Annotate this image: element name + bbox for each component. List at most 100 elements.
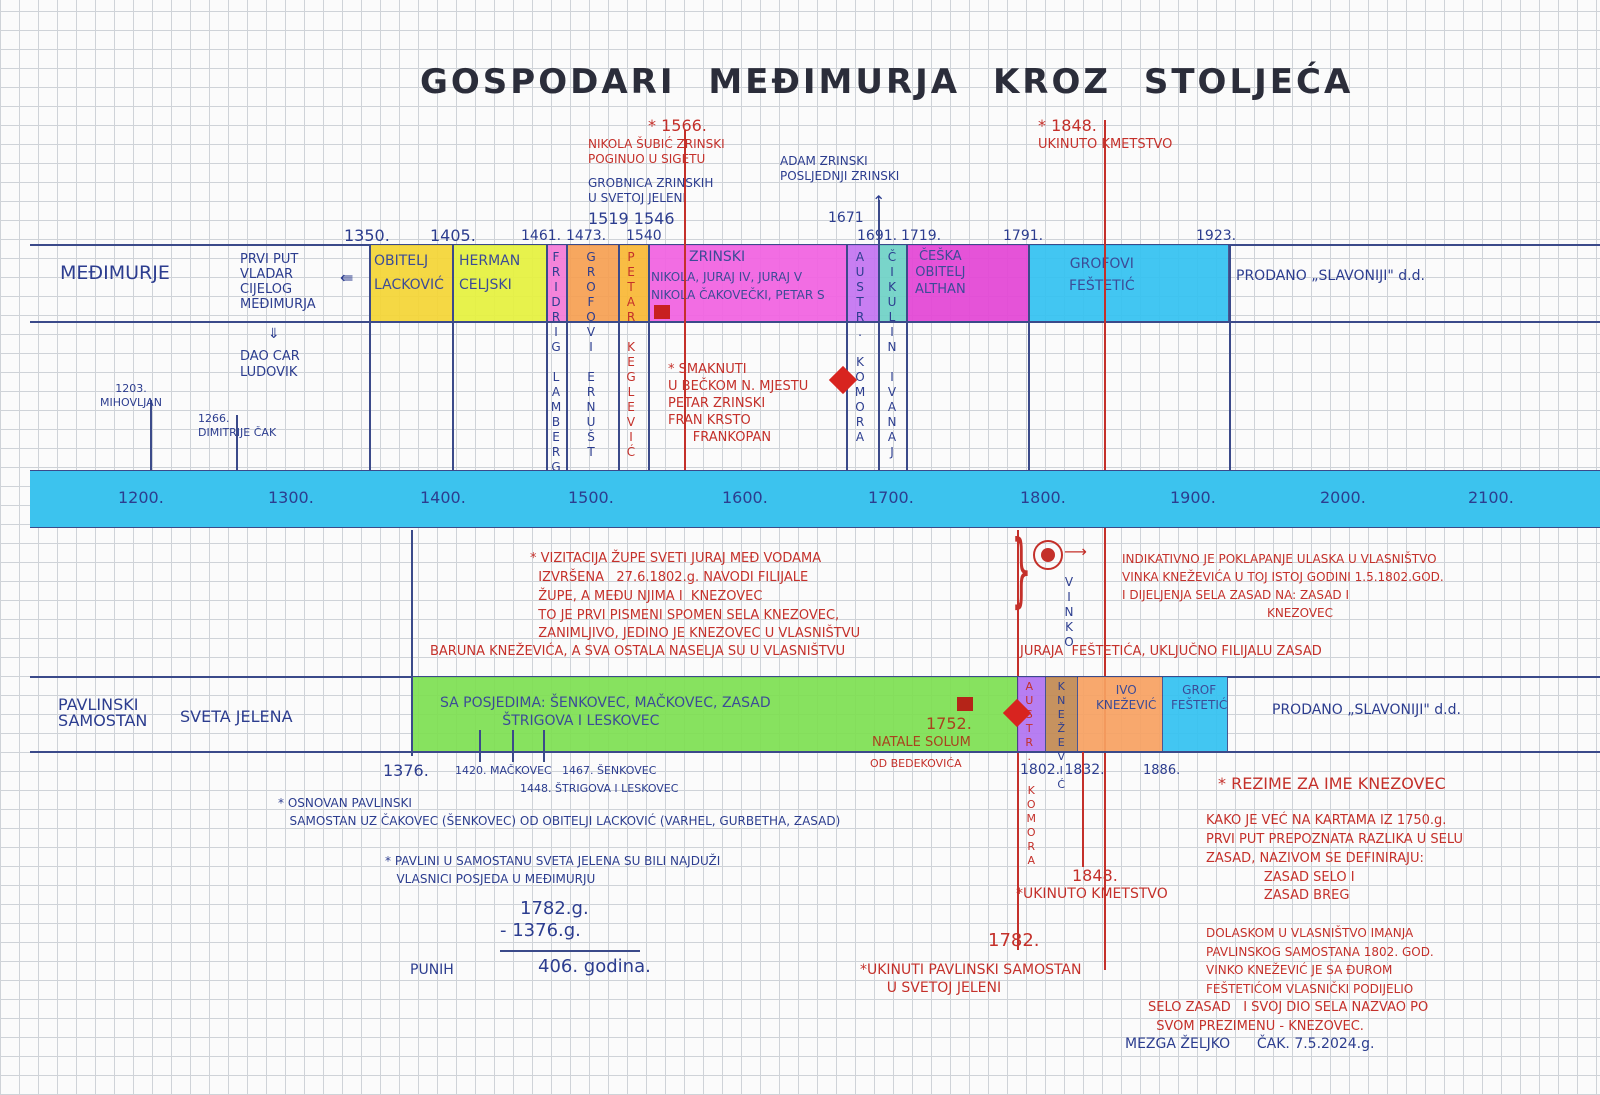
note-1782: 1782. [988, 930, 1040, 951]
year-1420: 1420. MAČKOVEC [455, 764, 552, 777]
band-top-line [30, 676, 1600, 678]
red-square-marker [654, 305, 670, 319]
year-label: 1923. [1196, 228, 1237, 244]
year-1802-1832: 1802. 1832. [1020, 762, 1105, 778]
label-cikulin: ČIKULIN IVANAJ [885, 250, 899, 460]
calc-line [500, 950, 640, 952]
note-prodano-bottom: PRODANO „SLAVONIJI" d.d. [1272, 702, 1461, 718]
note-prvi-put: PRVI PUT VLADAR CIJELOG MEĐIMURJA [240, 252, 316, 312]
divider [452, 244, 454, 470]
note-adam-zrinski: ADAM ZRINSKI POSLJEDNJI ZRINSKI [780, 154, 900, 183]
note-vizitacija: * VIZITACIJA ŽUPE SVETI JURAJ MEĐ VODAMA… [530, 551, 861, 642]
page-title: GOSPODARI MEĐIMURJA KROZ STOLJEĆA [420, 62, 1354, 102]
note-natale-solum: NATALE SOLUM [872, 735, 971, 750]
segment-lackovic: OBITELJ LACKOVIĆ [369, 245, 452, 321]
rezime-title: * REZIME ZA IME KNEZOVEC [1218, 774, 1446, 793]
divider [479, 730, 481, 762]
segment-celjski: HERMAN CELJSKI [452, 245, 546, 321]
tick-label: 1600. [722, 488, 768, 507]
note-1566-text: NIKOLA ŠUBIĆ ZRINSKI POGINUO U SIGETU [588, 137, 725, 166]
label-petar-keglevic: PETAR KEGLEVIĆ [624, 250, 638, 460]
note-1566-year: * 1566. [648, 116, 707, 135]
arrow-left-icon: ⇚ [340, 268, 354, 287]
divider [411, 676, 413, 756]
divider [236, 415, 238, 470]
note-osnovan: * OSNOVAN PAVLINSKI SAMOSTAN UZ ČAKOVEC … [278, 796, 841, 828]
note-baruna: BARUNA KNEŽEVIĆA, A SVA OSTALA NASELJA S… [430, 644, 846, 659]
year-label: 1691. [857, 228, 897, 246]
divider [543, 730, 545, 762]
label-komora: KOMORA [1024, 784, 1038, 868]
divider [546, 244, 548, 470]
calc-1782: 1782.g. [520, 898, 589, 919]
note-ukinuti-samostan: *UKINUTI PAVLINSKI SAMOSTAN U SVETOJ JEL… [860, 962, 1082, 996]
year-1376: 1376. [383, 761, 429, 780]
label-medimurje: MEĐIMURJE [60, 262, 170, 284]
tick-label: 1800. [1020, 488, 1066, 507]
note-1752: 1752. [926, 714, 972, 733]
segment-keglevic [618, 245, 648, 321]
year-1448: 1448. ŠTRIGOVA I LESKOVEC [520, 782, 679, 795]
note-mihovljan: 1203. MIHOVLJAN [100, 382, 162, 409]
year-label: 1473. [566, 228, 607, 244]
divider [1028, 244, 1030, 470]
note-pavlini: * PAVLINI U SAMOSTANU SVETA JELENA SU BI… [385, 854, 721, 886]
year-label: 1461. [521, 228, 562, 244]
tick-label: 2000. [1320, 488, 1366, 507]
note-1848: 1848. [1072, 866, 1118, 885]
tick-label: 1200. [118, 488, 164, 507]
divider [1229, 244, 1231, 470]
note-ukinuto-kmetstvo: *UKINUTO KMETSTVO [1016, 886, 1168, 902]
segment-althan: ČEŠKA OBITELJ ALTHAN [906, 245, 1028, 321]
tick-label: 1900. [1170, 488, 1216, 507]
note-dao-car: DAO CAR LUDOVIK [240, 349, 300, 381]
year-label: 1540 [626, 228, 662, 244]
divider [878, 200, 880, 470]
red-circle-marker [1033, 540, 1063, 570]
note-1671: 1671 [828, 210, 864, 226]
divider [648, 244, 650, 470]
divider [846, 244, 848, 470]
segment-zrinski: ZRINSKI NIKOLA, JURAJ IV, JURAJ V NIKOLA… [648, 245, 846, 321]
year-1886: 1886. [1143, 763, 1181, 778]
brace-icon: } [1011, 523, 1032, 616]
divider [566, 244, 568, 470]
note-prodano-top: PRODANO „SLAVONIJI" d.d. [1236, 268, 1425, 284]
tick-label: 1700. [868, 488, 914, 507]
band-top-line [30, 244, 1600, 246]
label-vinko: VINKO [1062, 575, 1076, 650]
tick-label: 1500. [568, 488, 614, 507]
year-label: 1791. [1003, 228, 1044, 244]
note-juraja: JURAJA FEŠTETIĆA, UKLJUČNO FILIJALU ZASA… [1020, 644, 1322, 659]
divider [512, 730, 514, 762]
signature: MEZGA ŽELJKO ČAK. 7.5.2024.g. [1125, 1036, 1375, 1052]
segment-cikulin [878, 245, 906, 321]
divider [150, 400, 152, 470]
tick-label: 2100. [1468, 488, 1514, 507]
marker-1848 [1104, 120, 1106, 970]
label-knezevic: KNEŽEVIĆ [1054, 680, 1068, 792]
note-bedekovica: OD BEDEKOVIĆA [870, 757, 962, 770]
segment-vinko-knezevic [1045, 677, 1077, 751]
note-1519-1546: 1519 1546 [588, 209, 675, 228]
label-fridrig-lamberg: FRIDRIG LAMBERG [549, 250, 563, 475]
note-smaknuti: * SMAKNUTI U BEČKOM N. MJESTU PETAR ZRIN… [668, 362, 809, 445]
label-grofovi-ernust: GROFOVI ERNUŠT [584, 250, 598, 460]
label-austr-komora: AUSTR. KOMORA [853, 250, 867, 445]
red-square-marker [957, 697, 973, 711]
note-dimitrije: 1266. DIMITRIJE ČAK [198, 412, 277, 439]
marker-1848-bottom [1082, 752, 1084, 867]
marker-1566 [684, 130, 686, 470]
note-grobnica: GROBNICA ZRINSKIH U SVETOJ JELENI [588, 176, 713, 205]
band-bottom-line [30, 321, 1600, 323]
year-label: 1405. [430, 226, 476, 245]
segment-ernust [566, 245, 618, 321]
label-pavlinski-samostan: PAVLINSKI SAMOSTAN [58, 695, 148, 730]
rezime-paragraph-1: KAKO JE VEĆ NA KARTAMA IZ 1750.g. PRVI P… [1206, 813, 1464, 904]
rezime-paragraph-2: DOLASKOM U VLASNIŠTVO IMANJA PAVLINSKOG … [1206, 926, 1434, 996]
label-austr: AUSTR. [1022, 680, 1036, 764]
tick-label: 1300. [268, 488, 314, 507]
note-1848-text: UKINUTO KMETSTVO [1038, 137, 1173, 152]
band-bottom-line [30, 751, 1600, 753]
note-indikativno: INDIKATIVNO JE POKLAPANJE ULASKA U VLASN… [1122, 552, 1444, 620]
